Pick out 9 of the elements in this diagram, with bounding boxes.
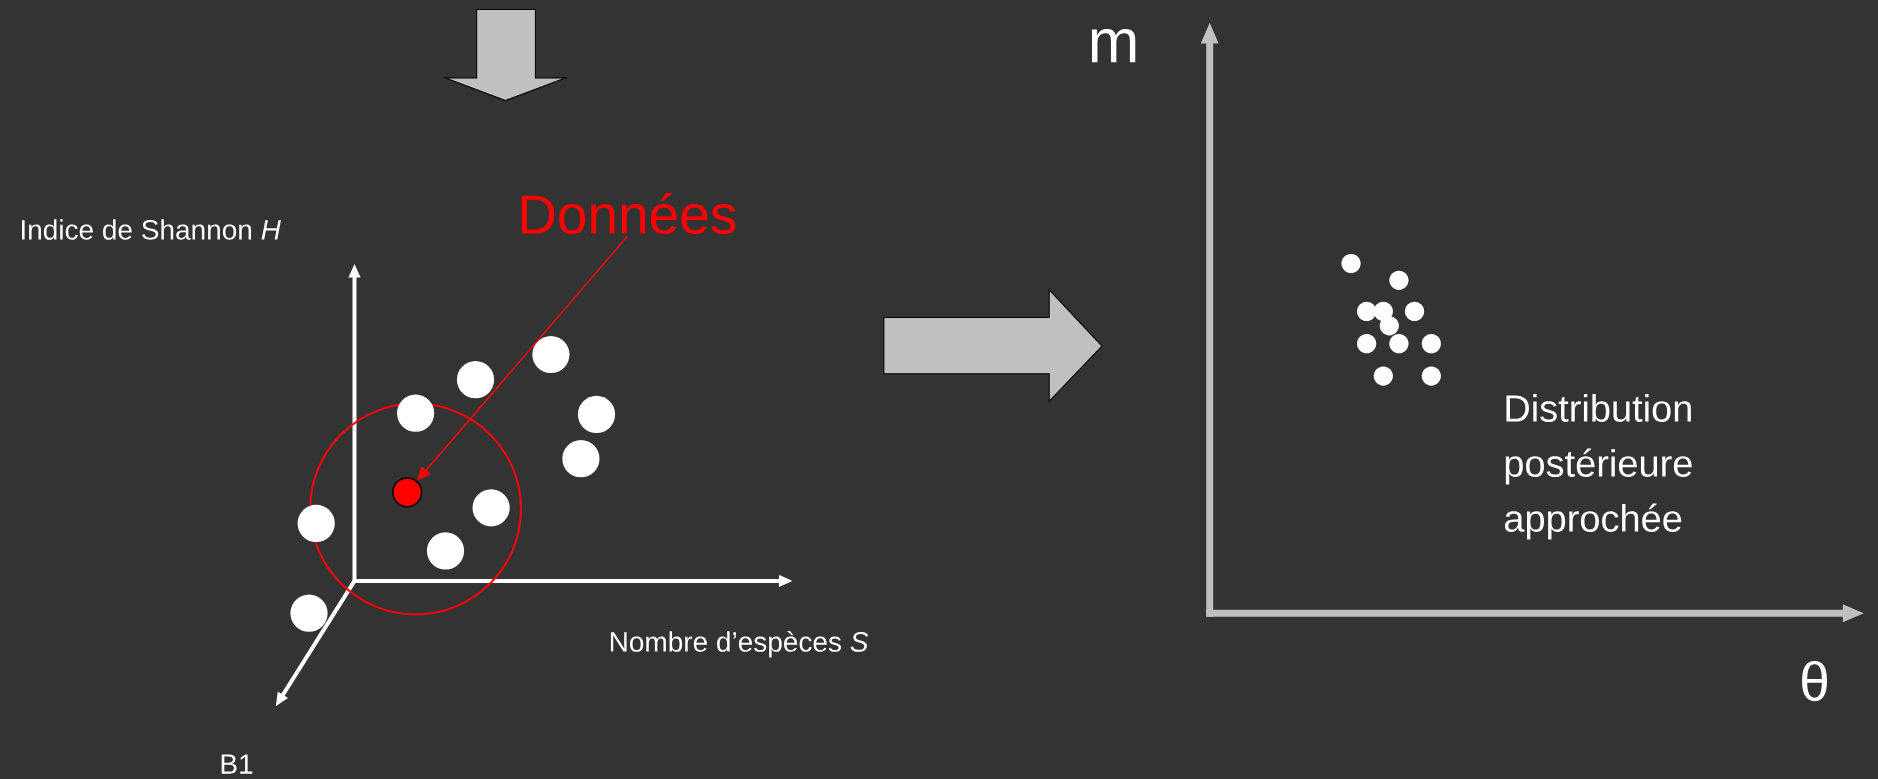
leader-line — [417, 235, 629, 481]
axis-label: θ — [1802, 660, 1827, 702]
axis-label: m — [1091, 28, 1136, 63]
axis-label: Nombre d’espèces S — [610, 631, 869, 658]
axis-label: B1 — [221, 754, 253, 774]
data-point — [392, 477, 423, 508]
axis-label: Indice de Shannon H — [22, 219, 281, 240]
caption-text: Distribution postérieure approchée — [1504, 394, 1692, 540]
data-label: Données — [521, 193, 736, 235]
